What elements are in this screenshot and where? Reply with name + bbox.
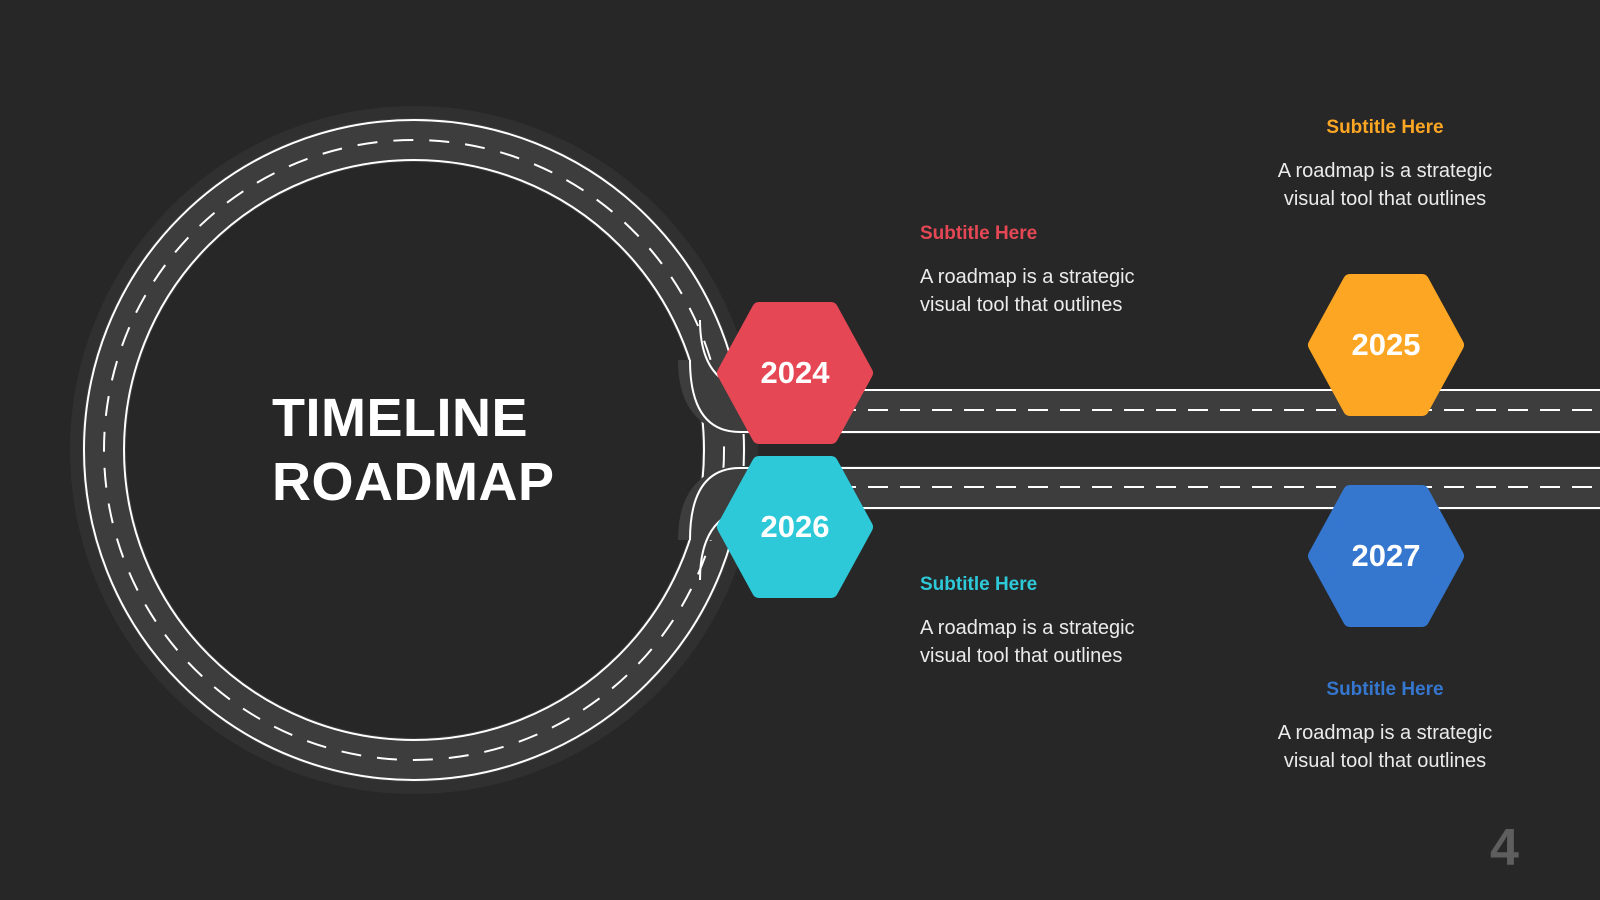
milestone-description: A roadmap is a strategic visual tool tha… — [920, 617, 1135, 667]
milestone-subtitle: Subtitle Here — [1326, 117, 1444, 138]
milestone-description: A roadmap is a strategic visual tool tha… — [1277, 160, 1493, 210]
milestone-year: 2024 — [760, 355, 830, 390]
milestone-2024-badge: 2024 — [717, 302, 873, 444]
milestone-2025-info: Subtitle Here A roadmap is a strategic v… — [1255, 117, 1515, 213]
hexagon-icon — [1308, 274, 1464, 416]
loop-road — [70, 106, 758, 794]
milestone-2027-badge: 2027 — [1308, 485, 1464, 627]
milestone-2026-badge: 2026 — [717, 456, 873, 598]
milestone-2027-info: Subtitle Here A roadmap is a strategic v… — [1255, 679, 1515, 775]
milestone-2024-info: Subtitle Here A roadmap is a strategic v… — [920, 223, 1180, 319]
hexagon-icon — [1308, 485, 1464, 627]
milestone-description: A roadmap is a strategic visual tool tha… — [920, 266, 1135, 316]
page-title: TIMELINE ROADMAP — [272, 386, 555, 514]
page-number: 4 — [1490, 819, 1519, 877]
milestone-description: A roadmap is a strategic visual tool tha… — [1277, 722, 1493, 772]
milestone-2026-info: Subtitle Here A roadmap is a strategic v… — [920, 574, 1180, 670]
milestone-subtitle: Subtitle Here — [920, 223, 1038, 244]
milestone-year: 2027 — [1351, 538, 1421, 573]
title-line-1: TIMELINE — [272, 388, 528, 448]
milestone-year: 2025 — [1351, 327, 1421, 362]
milestone-2025-badge: 2025 — [1308, 274, 1464, 416]
milestone-subtitle: Subtitle Here — [1326, 679, 1444, 700]
milestone-subtitle: Subtitle Here — [920, 574, 1038, 595]
hexagon-icon — [717, 302, 873, 444]
hexagon-icon — [717, 456, 873, 598]
milestone-year: 2026 — [760, 509, 830, 544]
title-line-2: ROADMAP — [272, 452, 555, 512]
